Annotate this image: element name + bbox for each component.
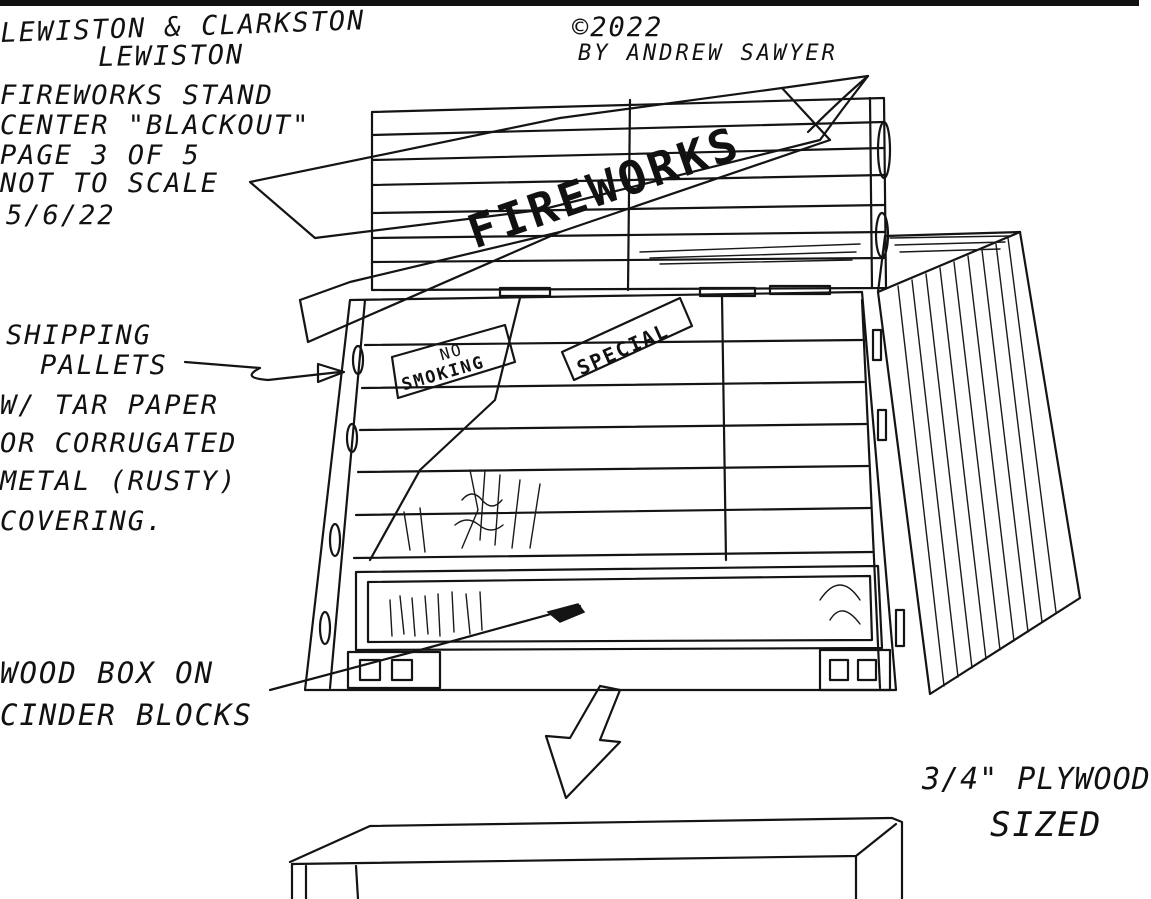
box-pointer-arrow [268, 604, 582, 692]
callout-pallets-4: OR CORRUGATED [0, 428, 238, 459]
note-location-2: LEWISTON [97, 39, 245, 73]
special-sign-outline [560, 296, 694, 382]
front-pallet-wall [303, 284, 906, 692]
note-page-number: PAGE 3 OF 5 [0, 140, 201, 171]
callout-plywood-2: SIZED [990, 805, 1103, 845]
wood-box [354, 564, 884, 652]
cinder-blocks [346, 648, 892, 692]
top-edge-shadow [0, 0, 1139, 6]
callout-pallets-5: METAL (RUSTY) [0, 466, 238, 497]
callout-box-2: CINDER BLOCKS [0, 698, 253, 732]
down-arrow [544, 684, 622, 800]
fireworks-rocket-banner [248, 74, 870, 344]
copyright-year: ©2022 [572, 12, 664, 43]
callout-plywood-1: 3/4" PLYWOOD [922, 762, 1151, 797]
note-date: 5/6/22 [6, 200, 116, 231]
copyright-author: BY ANDREW SAWYER [578, 41, 838, 66]
callout-box-1: WOOD BOX ON [0, 656, 215, 690]
note-stand-name: FIREWORKS STAND [0, 80, 274, 111]
callout-pallets-1: SHIPPING [6, 320, 153, 351]
callout-pallets-2: PALLETS [40, 350, 168, 381]
pallets-pointer-arrow [183, 360, 342, 382]
pallets-arrow-head [316, 362, 346, 384]
callout-pallets-3: W/ TAR PAPER [0, 390, 220, 421]
no-smoking-sign-outline [390, 323, 517, 400]
note-center-blackout: CENTER "BLACKOUT" [0, 110, 311, 141]
plywood-box [288, 816, 904, 899]
right-side-wall [876, 230, 1082, 696]
callout-pallets-6: COVERING. [0, 506, 165, 537]
note-scale: NOT TO SCALE [0, 168, 220, 199]
